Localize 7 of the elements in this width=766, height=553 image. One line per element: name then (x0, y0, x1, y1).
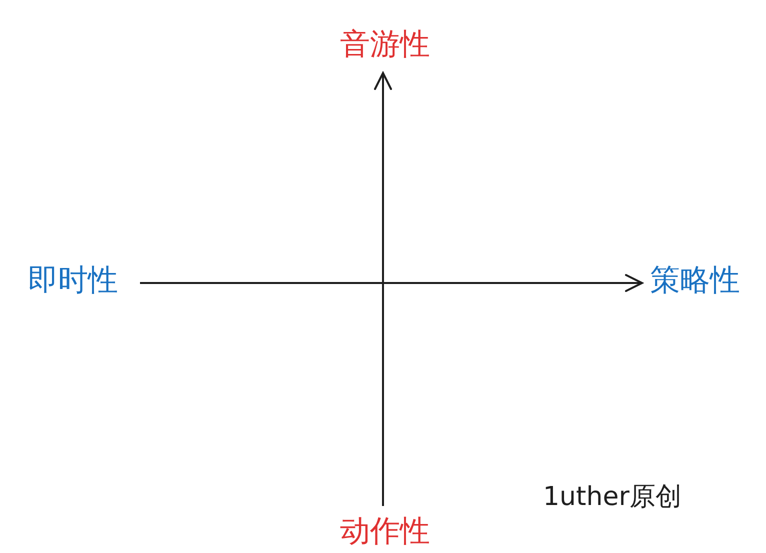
axis-arrow (374, 72, 392, 506)
axis-label: 音游性 (336, 27, 434, 63)
axis-label: 动作性 (336, 514, 434, 550)
author-note: 1uther原创 (543, 481, 682, 513)
axis-label: 即时性 (24, 263, 122, 299)
axis-label: 策略性 (646, 263, 744, 299)
axis-arrow (140, 274, 643, 292)
